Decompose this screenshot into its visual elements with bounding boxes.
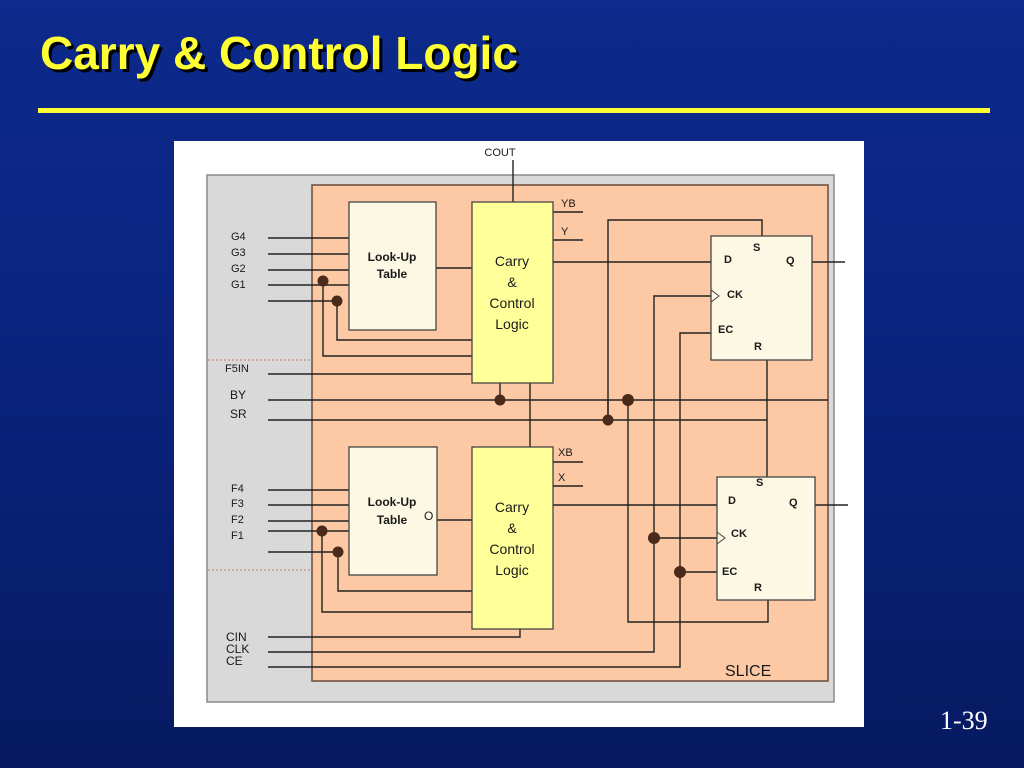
g4-label: G4: [231, 231, 246, 243]
top-ff-d: D: [724, 254, 732, 266]
junction-dots: [316, 275, 686, 578]
top-ff-q: Q: [786, 255, 795, 267]
top-lut-line1: Look-Up: [368, 250, 417, 264]
top-ff-s: S: [753, 242, 760, 254]
y-label: Y: [561, 226, 569, 238]
bottom-ff-d: D: [728, 495, 736, 507]
bottom-carry-line2: &: [507, 520, 517, 536]
bottom-lut-box: [348, 446, 438, 576]
g1-label: G1: [231, 279, 246, 291]
f5in-label: F5IN: [225, 363, 249, 375]
title-underline: [38, 108, 990, 113]
top-carry-line2: &: [507, 274, 517, 290]
bottom-lut-line2: Table: [377, 513, 408, 527]
yb-label: YB: [561, 198, 576, 210]
top-carry-line3: Control: [489, 295, 534, 311]
bottom-ff-ec: EC: [722, 566, 737, 578]
f2-label: F2: [231, 514, 244, 526]
top-ff-r: R: [754, 341, 762, 353]
bottom-carry-line3: Control: [489, 541, 534, 557]
clk-label: CLK: [226, 642, 249, 656]
g3-label: G3: [231, 247, 246, 259]
by-label: BY: [230, 388, 246, 402]
slice-label: SLICE: [725, 663, 771, 680]
cout-label: COUT: [484, 147, 515, 159]
top-flipflop-box: [710, 235, 813, 361]
sr-label: SR: [230, 407, 247, 421]
top-lut-box: [348, 201, 437, 331]
top-ff-ec: EC: [718, 324, 733, 336]
xb-label: XB: [558, 447, 573, 459]
bottom-ff-s: S: [756, 477, 763, 489]
f1-label: F1: [231, 530, 244, 542]
top-ff-ck: CK: [727, 289, 743, 301]
bottom-carry-line4: Logic: [495, 562, 528, 578]
bottom-lut-out-label: O: [424, 509, 433, 523]
top-carry-line4: Logic: [495, 316, 528, 332]
f3-label: F3: [231, 498, 244, 510]
slice-diagram: Look-Up Table Look-Up Table O Carry & Co…: [206, 147, 848, 703]
bottom-carry-box: [471, 446, 554, 630]
top-lut-line2: Table: [377, 267, 408, 281]
wires: [268, 160, 848, 668]
slide-number: 1-39: [940, 706, 988, 735]
bottom-flipflop-box: [716, 476, 816, 601]
slide-title: Carry & Control Logic: [40, 27, 518, 79]
top-carry-line1: Carry: [495, 253, 529, 269]
x-label: X: [558, 472, 566, 484]
bottom-carry-line1: Carry: [495, 499, 529, 515]
bottom-ff-clock-triangle: [716, 531, 726, 545]
diagram-frame: Look-Up Table Look-Up Table O Carry & Co…: [174, 141, 864, 727]
cin-label: CIN: [226, 630, 247, 644]
top-ff-clock-triangle: [710, 289, 720, 303]
g2-label: G2: [231, 263, 246, 275]
bottom-ff-q: Q: [789, 497, 798, 509]
bottom-lut-line1: Look-Up: [368, 495, 417, 509]
bottom-ff-r: R: [754, 582, 762, 594]
top-carry-box: [471, 201, 554, 384]
bottom-ff-ck: CK: [731, 528, 747, 540]
ce-label: CE: [226, 654, 243, 668]
f4-label: F4: [231, 483, 244, 495]
